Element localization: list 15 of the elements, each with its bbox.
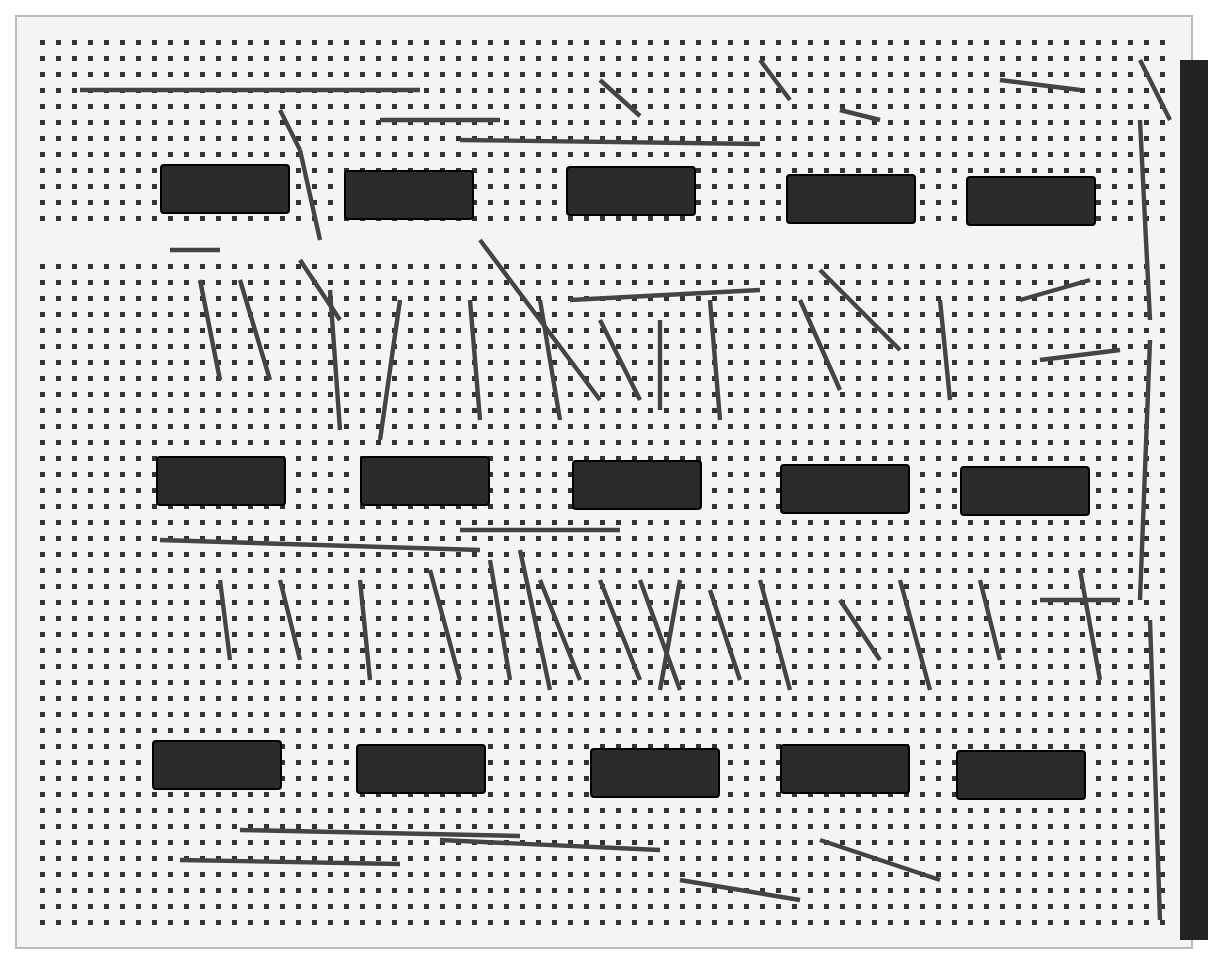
ic-chip	[786, 174, 916, 224]
ic-chip	[360, 456, 490, 506]
ic-chip	[956, 750, 1086, 800]
ic-chip	[156, 456, 286, 506]
ic-chip	[356, 744, 486, 794]
ic-chip	[590, 748, 720, 798]
ic-chip	[160, 164, 290, 214]
ic-chip	[960, 466, 1090, 516]
ic-chip	[966, 176, 1096, 226]
ic-chip	[780, 744, 910, 794]
ic-chip	[344, 170, 474, 220]
ic-chip	[572, 460, 702, 510]
ic-chip	[152, 740, 282, 790]
ic-chip	[566, 166, 696, 216]
ic-chip	[780, 464, 910, 514]
